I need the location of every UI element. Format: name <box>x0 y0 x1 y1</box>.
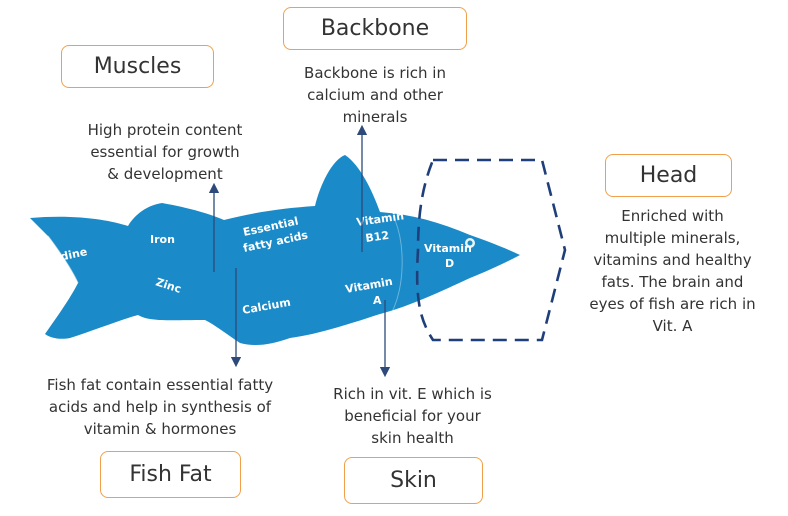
vitamin-b12-label-2: B12 <box>365 229 390 245</box>
fish-fat-label: Fish Fat <box>129 462 212 487</box>
vitamin-a-label-2: A <box>373 294 382 307</box>
muscles-note: High protein content essential for growt… <box>87 121 243 183</box>
skin-label-box: Skin <box>344 457 483 504</box>
skin-note: Rich in vit. E which is beneficial for y… <box>333 385 492 447</box>
skin-label: Skin <box>390 468 437 493</box>
muscles-label-box: Muscles <box>61 45 214 88</box>
vitamin-d-label-1: Vitamin <box>424 242 472 255</box>
backbone-label: Backbone <box>320 16 430 41</box>
muscles-label: Muscles <box>93 54 182 79</box>
fish-fat-label-box: Fish Fat <box>100 451 241 498</box>
vitamin-d-label-2: D <box>445 257 454 270</box>
fish-body <box>30 155 520 346</box>
head-label-box: Head <box>605 154 732 197</box>
fish-fat-note: Fish fat contain essential fatty acids a… <box>46 376 274 438</box>
iron-label: Iron <box>150 233 175 246</box>
backbone-note: Backbone is rich in calcium and other mi… <box>304 64 446 126</box>
head-note: Enriched with multiple minerals, vitamin… <box>589 207 756 335</box>
head-label: Head <box>639 163 698 188</box>
head-dashed-outline <box>415 158 567 342</box>
backbone-label-box: Backbone <box>283 7 467 50</box>
